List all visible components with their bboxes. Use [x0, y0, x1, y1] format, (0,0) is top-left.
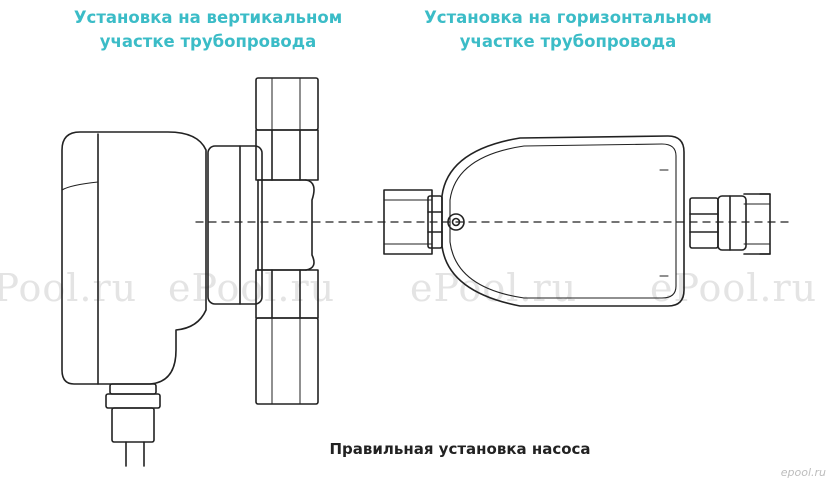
horizontal-pipe: [383, 189, 771, 255]
watermark: ePool.ru: [410, 266, 578, 310]
watermark: ePool.ru: [650, 266, 818, 310]
heading-vertical-line-1: Установка на вертикальном: [73, 8, 343, 27]
corner-watermark: epool.ru: [780, 466, 826, 479]
heading-horizontal-installation: Установка на горизонтальном участке труб…: [398, 6, 738, 54]
caption-correct-installation: Правильная установка насоса: [329, 440, 591, 458]
vertical-pipe: [255, 77, 319, 405]
heading-horizontal-line-2: участке трубопровода: [459, 32, 677, 51]
horizontal-pump-body: [441, 135, 685, 307]
watermark: ePool.ru: [0, 266, 138, 310]
heading-vertical-line-2: участке трубопровода: [99, 32, 317, 51]
heading-vertical-installation: Установка на вертикальном участке трубоп…: [48, 6, 368, 54]
heading-horizontal-line-1: Установка на горизонтальном: [424, 8, 712, 27]
vertical-pump-motor: [61, 131, 263, 467]
watermark: ePool.ru: [168, 266, 336, 310]
